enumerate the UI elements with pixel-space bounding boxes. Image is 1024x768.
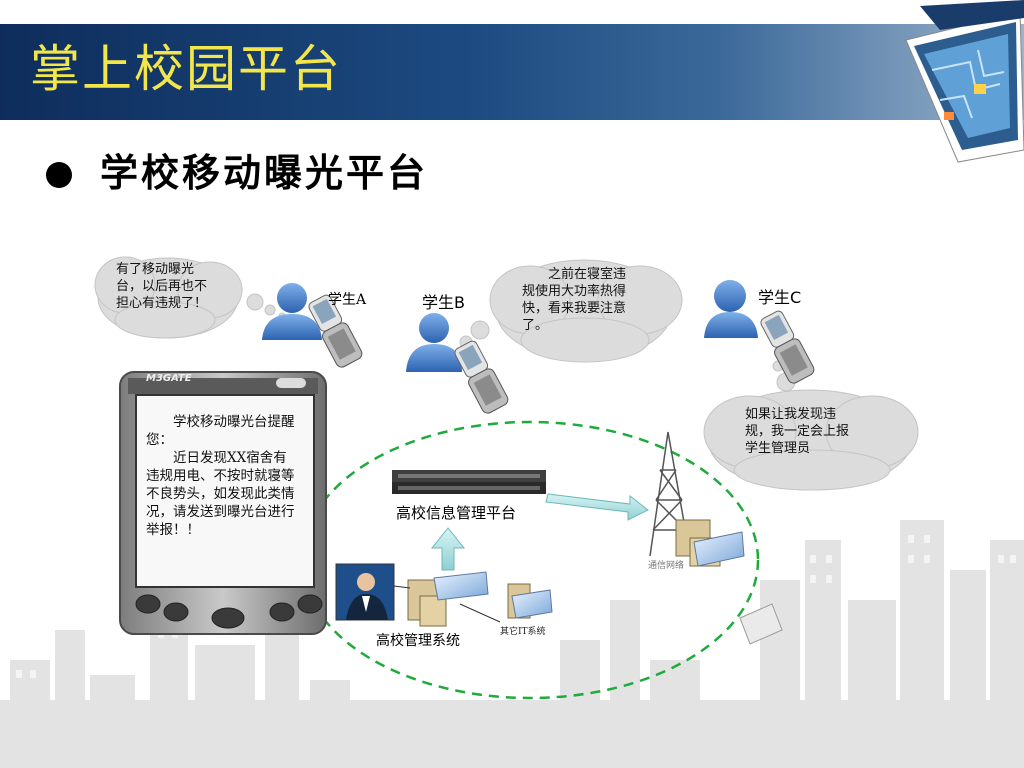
phone-c (760, 310, 815, 384)
management-system-label: 高校管理系统 (376, 633, 460, 649)
thought-cloud-b (459, 259, 683, 363)
student-a-figure (262, 283, 322, 340)
comm-network-label: 通信网络 (648, 561, 685, 571)
thought-cloud-c (703, 360, 919, 491)
corner-tech-graphic (905, 0, 1024, 163)
bullet-dot (46, 162, 72, 188)
sim-card-icon (739, 603, 783, 645)
thought-cloud-a (94, 256, 286, 339)
student-a-thought-text: 有了移动曝光台，以后再也不担心有违规了！ (116, 262, 208, 311)
admin-photo (335, 563, 395, 621)
student-c-label: 学生C (758, 288, 802, 307)
upload-arrow-icon (430, 527, 466, 571)
phone-a (308, 294, 363, 368)
phone-b (454, 340, 509, 414)
server-rack-icon (392, 470, 546, 494)
info-platform-label: 高校信息管理平台 (396, 504, 517, 522)
page-title: 掌上校园平台 (30, 40, 342, 98)
other-it-system-icon (459, 583, 553, 623)
student-a-label: 学生A (328, 292, 367, 308)
other-it-system-label: 其它IT系统 (500, 627, 546, 637)
header-band (0, 24, 1024, 120)
student-b-figure (406, 313, 462, 372)
student-c-thought-text: 如果让我发现违规，我一定会上报学生管理员 (745, 407, 850, 456)
student-b-thought-text: 之前在寝室违规使用大功率热得快，看来我要注意了。 (522, 267, 627, 333)
subtitle: 学校移动曝光平台 (100, 150, 429, 195)
student-b-label: 学生B (422, 293, 465, 312)
student-c-figure (704, 280, 758, 338)
pda-screen-message: 学校移动曝光台提醒您： 近日发现XX宿舍有违规用电、不按时就寝等不良势头，如发现… (146, 414, 295, 538)
pda-device (119, 371, 327, 635)
management-server-icon (393, 571, 489, 627)
pda-brand: M3GATE (146, 373, 192, 384)
tower-server-icon (675, 519, 745, 567)
transmit-arrow-icon (545, 493, 649, 521)
